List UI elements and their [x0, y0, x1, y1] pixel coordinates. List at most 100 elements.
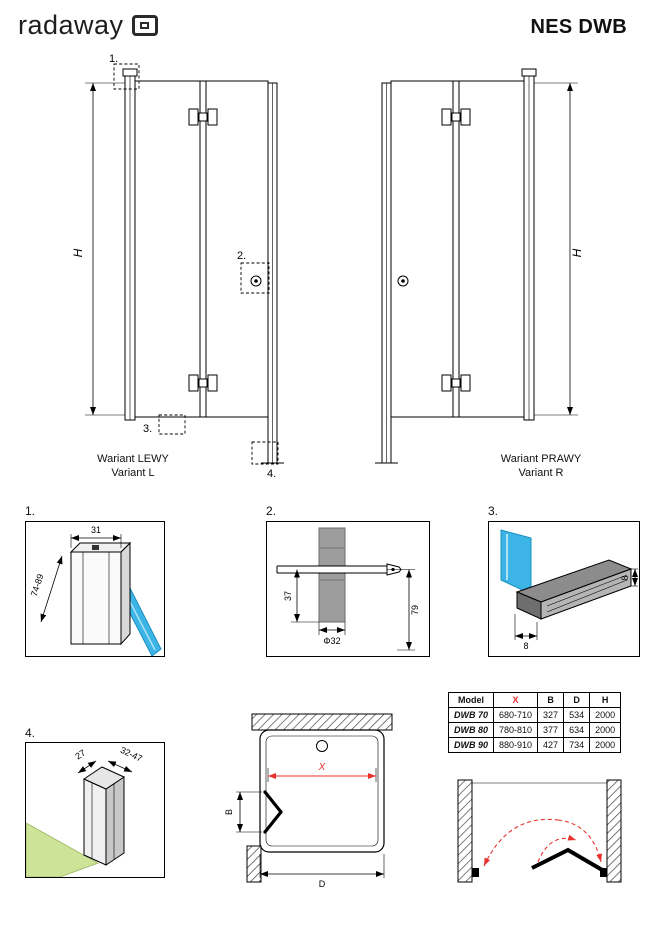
h-dimension-left: H [71, 82, 127, 416]
spec-col-h: H [589, 692, 622, 708]
spec-row-dwb80: DWB 80 780-810 377 634 2000 [447, 722, 622, 738]
spec-cell-b: 377 [537, 722, 565, 738]
spec-cell-b: 327 [537, 707, 565, 723]
variant-left-caption: Wariant LEWY Variant L [68, 452, 198, 480]
dimension-phi32-label: Φ32 [323, 636, 340, 646]
spec-cell-x: 680-710 [493, 707, 539, 723]
pivot-post [82, 766, 126, 866]
variant-left-title-pl: Wariant LEWY [97, 453, 169, 465]
dimension-74-89-label: 74-89 [29, 573, 46, 598]
brand-logo: radaway [18, 10, 158, 41]
door-opening-schematic [457, 779, 622, 883]
h-dimension-right: H [534, 82, 584, 416]
spec-cell-d: 534 [563, 707, 591, 723]
callout-3: 3. [143, 414, 186, 435]
dimension-b-label: B [224, 809, 234, 815]
detail-1-label: 1. [25, 504, 36, 518]
h-dimension-label-left: H [71, 248, 85, 257]
door-handle-left-variant [250, 275, 262, 287]
spec-row-dwb70: DWB 70 680-710 327 534 2000 [447, 707, 622, 723]
spec-cell-h: 2000 [589, 722, 622, 738]
dimension-74-89: 74-89 [29, 555, 63, 623]
rail-profile [515, 559, 633, 620]
folding-door-plan [263, 790, 283, 834]
spec-cell-b: 427 [537, 737, 565, 753]
dimension-37-label: 37 [283, 591, 293, 601]
spec-cell-d: 734 [563, 737, 591, 753]
variant-left-title-en: Variant L [111, 467, 155, 479]
drain-knob [316, 740, 328, 752]
detail-3-drawing: 8 8 [500, 529, 638, 651]
detail-3-label: 3. [488, 504, 499, 518]
dimension-d: D [259, 854, 385, 889]
spec-row-dwb90: DWB 90 880-910 427 734 2000 [447, 737, 622, 753]
spec-col-model: Model [447, 692, 495, 708]
detail-2-box: 37 Φ32 79 [266, 521, 430, 657]
detail-3-box: 8 8 [488, 521, 640, 657]
profile-bar-detail-2 [318, 527, 346, 623]
opening-arcs [483, 818, 603, 867]
spec-table: Model X B D H DWB 70 680-710 327 534 200… [447, 692, 622, 753]
spec-col-x: X [493, 692, 539, 708]
detail-4-box: 27 32-47 [25, 742, 165, 878]
fold-hinge-bottom-left-variant [188, 374, 218, 392]
dimension-37: 37 [283, 569, 319, 623]
callout-4: 4. [251, 441, 279, 480]
dimension-8-bottom: 8 [514, 614, 538, 651]
spec-cell-h: 2000 [589, 707, 622, 723]
floor-plane [26, 822, 99, 877]
callout-1: 1. [109, 53, 140, 90]
dimension-31: 31 [70, 525, 122, 548]
glass-pane-detail-3 [500, 529, 532, 595]
left-door-elevation: H [71, 53, 284, 480]
h-dimension-label-right: H [570, 248, 584, 257]
plan-view: X B D [224, 713, 393, 889]
back-wall [251, 713, 393, 731]
spec-cell-model: DWB 80 [447, 722, 495, 738]
fold-hinge-bottom-right-variant [441, 374, 471, 392]
detail-4-drawing: 27 32-47 [26, 745, 144, 877]
dimension-8-bottom-label: 8 [523, 641, 528, 651]
callout-3-label: 3. [143, 423, 152, 435]
variant-right-title-pl: Wariant PRAWY [500, 453, 582, 465]
spec-header-row: Model X B D H [447, 692, 622, 708]
fold-hinge-top-left-variant [188, 108, 218, 126]
closing-profile-left-variant [261, 82, 284, 464]
dimension-8-right-label: 8 [620, 575, 630, 580]
dimension-b: B [224, 791, 262, 833]
schematic-door-panels [531, 847, 606, 873]
dimension-27: 27 [73, 748, 97, 774]
spec-cell-model: DWB 90 [447, 737, 495, 753]
variant-right-title-en: Variant R [518, 467, 564, 479]
glass-panels-right-variant [390, 80, 525, 418]
dimension-x: X [267, 762, 377, 782]
door-handle-right-variant [397, 275, 409, 287]
page-title: NES DWB [530, 16, 627, 38]
callout-1-label: 1. [109, 53, 118, 65]
dimension-79: 79 [387, 569, 420, 651]
dimension-31-label: 31 [91, 525, 101, 535]
spec-col-b: B [537, 692, 565, 708]
spec-cell-model: DWB 70 [447, 707, 495, 723]
dimension-32-47-label: 32-47 [119, 745, 144, 764]
wall-profile-right-variant [521, 68, 537, 421]
detail-2-drawing: 37 Φ32 79 [276, 527, 420, 651]
schematic-walls [457, 779, 622, 883]
shower-tray [259, 729, 385, 853]
glass-panels-left-variant [134, 80, 269, 418]
handle-rod [276, 563, 402, 576]
brand-logo-text: radaway [18, 10, 124, 40]
dimension-27-label: 27 [73, 748, 87, 762]
brand-logo-icon [131, 15, 158, 36]
dimension-x-label: X [318, 762, 326, 773]
dimension-d-label: D [319, 879, 326, 889]
dimension-8-right: 8 [620, 568, 638, 587]
detail-1-drawing: 31 74-89 [29, 525, 162, 656]
spec-cell-x: 880-910 [493, 737, 539, 753]
right-door-elevation: H [375, 68, 584, 464]
callout-2-label: 2. [237, 250, 246, 262]
side-wall-stub [246, 845, 262, 883]
callout-4-label: 4. [267, 468, 276, 480]
spec-cell-d: 634 [563, 722, 591, 738]
